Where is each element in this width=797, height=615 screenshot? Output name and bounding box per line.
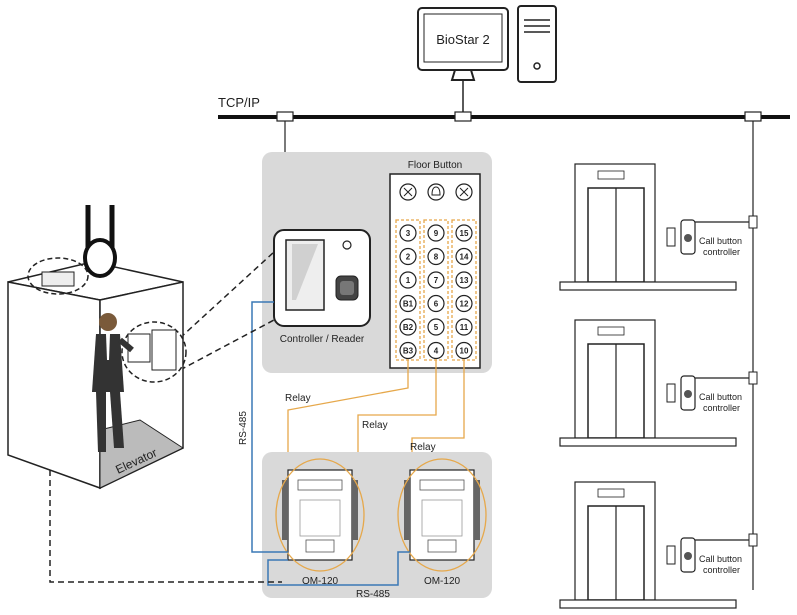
floor-button-label: 8 [434,253,439,262]
call-button-label-line2: controller [703,565,740,575]
hall-call-button-icon [666,545,676,565]
floor-button-label: 4 [434,347,439,356]
floor-button: B2 [399,318,417,336]
floor-button: 4 [427,341,445,360]
hall-call-button-icon [666,227,676,247]
server-label: BioStar 2 [436,32,489,47]
om120-module-2: OM-120 [397,458,487,587]
floor-button: 1 [399,271,417,289]
reader-label: Controller / Reader [280,334,365,345]
floor-button-label: 13 [460,276,469,285]
floor-button-label: 12 [460,300,469,309]
floor-button-label: 15 [460,229,469,238]
floor-button: 12 [455,294,473,313]
call-button-label-line1: Call button [699,554,742,564]
floor-button: B1 [399,294,417,313]
floor-button-label: 5 [434,323,439,332]
call-button-label-line2: controller [703,403,740,413]
floor-button-label: 10 [460,347,469,356]
module-label-1: OM-120 [302,576,339,587]
elevator-car: Elevator [7,205,187,490]
call-button-label-line2: controller [703,247,740,257]
call-button-label-line1: Call button [699,392,742,402]
floor-button-label: 11 [460,323,469,332]
monitor-stand [450,69,476,81]
tcpip-bus: TCP/IP [218,95,790,590]
module-label-2: OM-120 [424,576,461,587]
server-tower [517,5,557,83]
floor-button-label: 7 [434,276,439,285]
relay-label-2: Relay [362,420,388,431]
floor-button: 5 [427,318,445,336]
person-figure [92,313,134,452]
floor-button: 6 [427,294,445,313]
floor-button-label: 9 [434,229,439,238]
floor-button: 9 [427,224,445,242]
floor-button: 10 [455,341,473,360]
floor-button-label: 6 [434,300,439,309]
floor-button: 3 [399,224,417,242]
network-label: TCP/IP [218,95,260,110]
hall-call-button-icon [666,383,676,403]
floor-button-label: 3 [406,229,411,238]
floor-button: 2 [399,247,417,266]
floor-button-label: 1 [406,276,411,285]
alarm-bell-button-icon [427,183,445,201]
floor-button-label: 2 [406,253,411,262]
relay-label-3: Relay [410,442,436,453]
floor-button: 11 [455,318,473,336]
floor-panel-title: Floor Button [408,160,462,171]
rs485-label-vertical: RS-485 [238,411,249,445]
om120-module-1: OM-120 [275,458,365,587]
floor-button: 15 [455,224,473,242]
rs485-label-bottom: RS-485 [356,589,390,600]
floor-button: 7 [427,271,445,289]
floor-button: B3 [399,341,417,360]
controller-reader: Controller / Reader [273,229,371,345]
floor-button-label: B1 [403,300,414,309]
floor-button-label: 14 [460,253,469,262]
call-button-label-line1: Call button [699,236,742,246]
floor-button: 8 [427,247,445,266]
floor-button: 14 [455,247,473,266]
server-computer: BioStar 2 [417,5,557,117]
monitor-screen [423,13,503,63]
floor-button-label: B2 [403,323,414,332]
relay-label-1: Relay [285,393,311,404]
floor-button-label: B3 [403,347,414,356]
rs485-wires [251,301,410,586]
floor-button: 13 [455,271,473,289]
